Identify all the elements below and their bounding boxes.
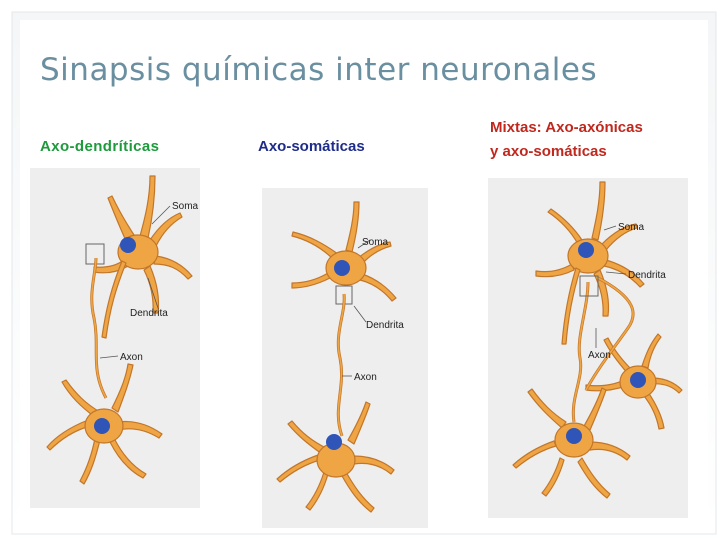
- lower-neuron: [512, 387, 631, 499]
- lower-neuron: [276, 401, 395, 513]
- label-dendrite: Dendrita: [366, 320, 404, 331]
- label-axon: Axon: [120, 352, 143, 363]
- neuron-diagram-axo-dendritic: Soma Dendrita Axon: [30, 168, 200, 508]
- lower-neuron: [46, 363, 163, 485]
- column-label-mixed: Mixtas: Axo-axónicas y axo-somáticas: [490, 116, 643, 164]
- panel-axo-dendritic: Soma Dendrita Axon: [30, 168, 200, 508]
- neuron-diagram-axo-somatic: Soma Dendrita Axon: [262, 188, 428, 528]
- synapse-box: [579, 275, 599, 297]
- label-axon: Axon: [354, 372, 377, 383]
- neuron-diagram-mixed: Soma Dendrita Axon: [488, 178, 688, 518]
- panel-axo-somatic: Soma Dendrita Axon: [262, 188, 428, 528]
- label-soma: Soma: [362, 237, 389, 248]
- panel-mixed: Soma Dendrita Axon: [488, 178, 688, 518]
- upper-neuron: [291, 201, 397, 302]
- label-dendrite: Dendrita: [130, 308, 168, 319]
- label-soma: Soma: [618, 222, 645, 233]
- column-label-mixed-line2: y axo-somáticas: [490, 143, 607, 160]
- label-soma: Soma: [172, 201, 199, 212]
- column-label-axo-dendritic: Axo-dendríticas: [40, 138, 160, 155]
- slide-title: Sinapsis químicas inter neuronales: [40, 52, 598, 88]
- lower-nucleus: [94, 418, 110, 434]
- label-axon: Axon: [588, 350, 611, 361]
- upper-nucleus: [120, 237, 136, 253]
- column-label-axo-somatic: Axo-somáticas: [258, 138, 365, 155]
- column-label-mixed-line1: Mixtas: Axo-axónicas: [490, 119, 643, 136]
- label-dendrite: Dendrita: [628, 270, 666, 281]
